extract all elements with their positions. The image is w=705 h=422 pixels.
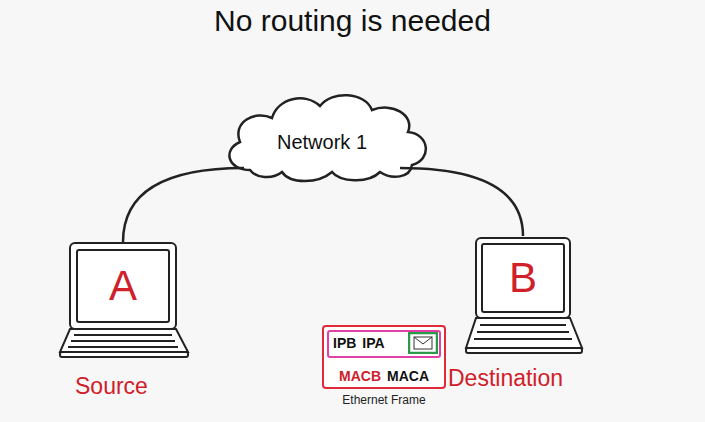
cloud-outline [229,95,425,181]
laptop-screen: A [77,250,169,322]
laptop-screen: B [482,244,564,312]
cloud-node: Network 1 [232,110,412,174]
host-letter: A [109,262,137,310]
role-label: Destination [448,365,563,392]
network-link [123,168,244,242]
ip-address: IPA [362,335,384,351]
mac-address: MACA [387,368,429,384]
mac-row: MACB MACA [324,368,444,384]
network-link [400,168,523,236]
ethernet-frame: MACBMACAEthernet FrameIPBIPA [322,325,446,389]
frame-caption: Ethernet Frame [342,393,425,407]
role-label: Source [75,373,148,400]
ip-row: IPB IPA [333,335,385,351]
laptop-b [466,238,582,353]
host-letter: B [509,254,537,302]
cloud-label: Network 1 [277,131,367,154]
ip-address: IPB [333,335,356,351]
ip-packet: IPB IPA [327,330,441,358]
mac-address: MACB [339,368,381,384]
laptop-a [60,243,188,357]
envelope-icon [408,332,438,354]
title: No routing is needed [0,4,705,38]
